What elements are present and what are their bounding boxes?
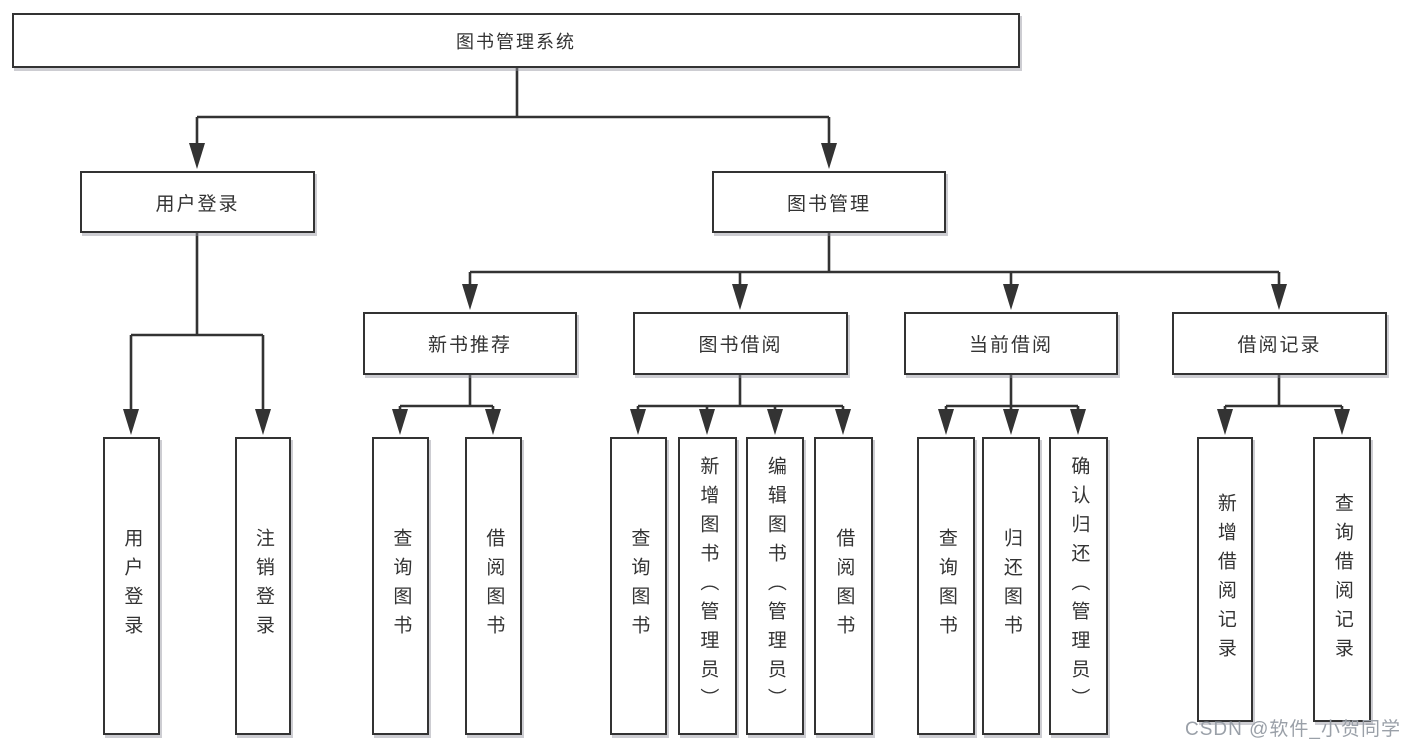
node-leaf-query-book-2: 查询图书: [610, 437, 667, 735]
arrowhead-icon: [699, 409, 715, 435]
node-leaf-query-borrow-record-label: 查询借阅记录: [1331, 492, 1353, 667]
node-leaf-edit-book-admin: 编辑图书（管理员）: [746, 437, 804, 735]
arrowhead-icon: [123, 409, 139, 435]
node-leaf-borrow-book-1-label: 借阅图书: [483, 528, 505, 644]
node-book-borrow-label: 图书借阅: [698, 335, 783, 356]
node-leaf-return-book: 归还图书: [982, 437, 1040, 735]
node-leaf-add-book-admin-label: 新增图书（管理员）: [697, 455, 719, 717]
arrowhead-icon: [392, 409, 408, 435]
node-root-label: 图书管理系统: [456, 31, 576, 52]
connector-root-to-level2: [195, 68, 831, 145]
node-leaf-query-book-3-label: 查询图书: [935, 528, 957, 644]
arrowhead-icon: [630, 409, 646, 435]
node-leaf-borrow-book-1: 借阅图书: [465, 437, 522, 735]
connector-current-to-leaves: [944, 375, 1080, 411]
node-leaf-query-borrow-record: 查询借阅记录: [1313, 437, 1371, 722]
node-leaf-borrow-book-2-label: 借阅图书: [833, 528, 855, 644]
connector-lines: [129, 68, 1344, 411]
node-leaf-return-book-label: 归还图书: [1000, 528, 1022, 644]
arrowhead-icon: [462, 284, 478, 310]
connector-bookmgmt-to-level3: [468, 233, 1281, 286]
node-leaf-confirm-return-admin-label: 确认归还（管理员）: [1068, 455, 1090, 717]
arrowhead-icon: [1217, 409, 1233, 435]
node-new-book-recommend-label: 新书推荐: [427, 335, 512, 356]
node-leaf-borrow-book-2: 借阅图书: [814, 437, 873, 735]
node-user-login: 用户登录: [80, 171, 315, 233]
node-new-book-recommend: 新书推荐: [363, 312, 577, 375]
node-book-management: 图书管理: [712, 171, 946, 233]
node-root-library-management-system: 图书管理系统: [12, 13, 1020, 68]
node-book-management-label: 图书管理: [786, 193, 871, 215]
node-borrow-records-label: 借阅记录: [1237, 335, 1322, 356]
node-leaf-query-book-1: 查询图书: [372, 437, 429, 735]
arrowhead-icon: [255, 409, 271, 435]
arrowhead-icon: [1003, 284, 1019, 310]
node-leaf-logout-label: 注销登录: [252, 528, 274, 644]
node-leaf-logout: 注销登录: [235, 437, 291, 735]
arrowhead-icon: [189, 143, 205, 169]
node-current-borrow-label: 当前借阅: [968, 335, 1053, 356]
arrowhead-icons: [123, 143, 1350, 435]
arrowhead-icon: [1070, 409, 1086, 435]
arrowhead-icon: [485, 409, 501, 435]
arrowhead-icon: [1271, 284, 1287, 310]
arrowhead-icon: [1334, 409, 1350, 435]
connector-userlogin-to-leaves: [129, 233, 265, 410]
arrowhead-icon: [1003, 409, 1019, 435]
node-leaf-user-login: 用户登录: [103, 437, 160, 735]
node-current-borrow: 当前借阅: [904, 312, 1118, 375]
node-leaf-query-book-3: 查询图书: [917, 437, 975, 735]
arrowhead-icon: [821, 143, 837, 169]
connector-records-to-leaves: [1223, 375, 1344, 411]
arrowhead-icon: [835, 409, 851, 435]
node-book-borrow: 图书借阅: [633, 312, 848, 375]
node-leaf-query-book-1-label: 查询图书: [390, 528, 412, 644]
arrowhead-icon: [767, 409, 783, 435]
node-leaf-add-book-admin: 新增图书（管理员）: [678, 437, 737, 735]
connector-bookborrow-to-leaves: [636, 375, 845, 411]
node-user-login-label: 用户登录: [155, 193, 240, 215]
arrowhead-icon: [938, 409, 954, 435]
connector-newbook-to-leaves: [398, 375, 495, 411]
node-borrow-records: 借阅记录: [1172, 312, 1387, 375]
csdn-watermark: CSDN @软件_小贺同学: [1185, 719, 1401, 740]
node-leaf-query-book-2-label: 查询图书: [628, 528, 650, 644]
node-leaf-user-login-label: 用户登录: [121, 528, 143, 644]
arrowhead-icon: [732, 284, 748, 310]
node-leaf-add-borrow-record: 新增借阅记录: [1197, 437, 1253, 722]
node-leaf-edit-book-admin-label: 编辑图书（管理员）: [764, 455, 786, 717]
node-leaf-confirm-return-admin: 确认归还（管理员）: [1049, 437, 1108, 735]
node-leaf-add-borrow-record-label: 新增借阅记录: [1214, 492, 1236, 667]
